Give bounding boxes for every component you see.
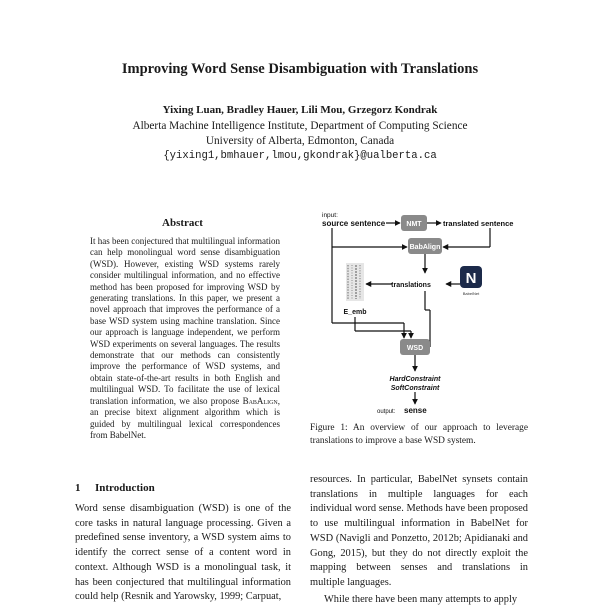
abstract-heading: Abstract bbox=[162, 217, 203, 229]
nmt-label: NMT bbox=[406, 221, 422, 228]
babelnet-logo-icon bbox=[460, 266, 482, 288]
intro-left-column: Word sense disambiguation (WSD) is one o… bbox=[75, 503, 291, 603]
overview-diagram: input: source sentence NMT translated se… bbox=[322, 212, 513, 415]
translations-label: translations bbox=[391, 282, 431, 289]
babalign-box bbox=[408, 238, 442, 254]
intro-right-column: resources. In particular, BabelNet synse… bbox=[310, 473, 528, 607]
wsd-box bbox=[400, 339, 430, 355]
abstract-text-start: It has been conjectured that multilingua… bbox=[90, 236, 280, 406]
abstract-text-end: , an precise bitext alignment algorithm … bbox=[90, 395, 281, 440]
section-number: 1 bbox=[75, 482, 81, 494]
figure-caption: Figure 1: An overview of our approach to… bbox=[310, 423, 528, 446]
right-paragraph-1: resources. In particular, BabelNet synse… bbox=[310, 474, 528, 588]
sense-label: sense bbox=[404, 406, 427, 415]
hard-constraint-label: HardConstraint bbox=[390, 376, 442, 383]
e-emb-label: E_emb bbox=[344, 309, 367, 316]
section-title: Introduction bbox=[95, 482, 155, 494]
soft-constraint-label: SoftConstraint bbox=[391, 385, 440, 392]
right-paragraph-2: While there have been many attempts to a… bbox=[324, 593, 518, 605]
translated-sentence-label: translated sentence bbox=[443, 219, 513, 228]
abstract-body: It has been conjectured that multilingua… bbox=[90, 236, 280, 441]
babelnet-logo-letter: N bbox=[466, 270, 477, 287]
section-heading: 1 Introduction bbox=[75, 482, 155, 494]
nmt-box bbox=[401, 215, 427, 231]
babelnet-logo-caption: BabelNet bbox=[463, 291, 480, 296]
affiliation-line-1: Alberta Machine Intelligence Institute, … bbox=[132, 120, 468, 132]
embedding-matrix bbox=[346, 263, 364, 301]
babalign-label: BabAlign bbox=[410, 244, 441, 251]
paper-title: Improving Word Sense Disambiguation with… bbox=[121, 61, 479, 77]
output-label: output: bbox=[377, 409, 396, 415]
input-label: input: bbox=[322, 212, 338, 219]
abstract-babalign-name: BabAlign bbox=[242, 395, 278, 406]
author-emails: {yixing1,bmhauer,lmou,gkondrak}@ualberta… bbox=[163, 150, 437, 162]
wsd-label: WSD bbox=[407, 345, 423, 352]
author-list: Yixing Luan, Bradley Hauer, Lili Mou, Gr… bbox=[162, 104, 438, 116]
affiliation-line-2: University of Alberta, Edmonton, Canada bbox=[205, 135, 395, 147]
source-sentence-label: source sentence bbox=[322, 219, 386, 228]
